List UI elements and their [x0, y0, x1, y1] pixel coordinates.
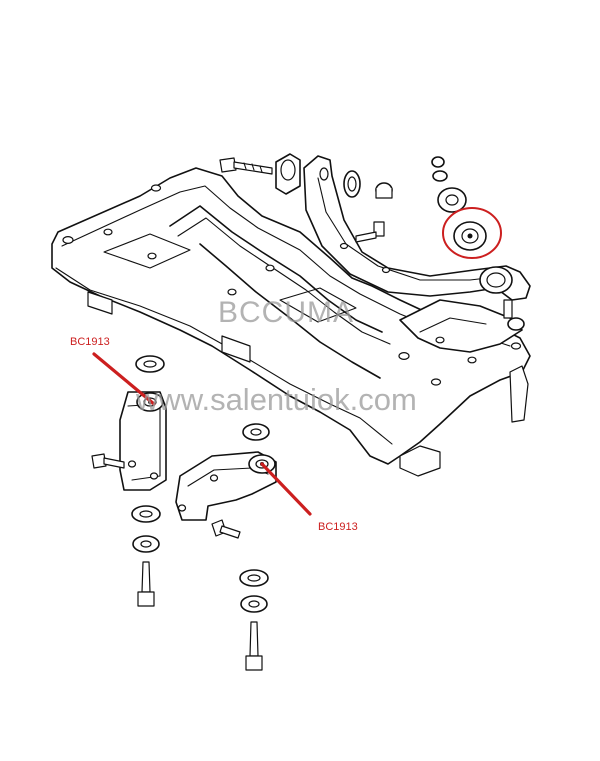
highlight-circle [442, 207, 502, 259]
watermark-brand: BCCUMA [218, 296, 354, 329]
callout-label-center: BC1913 [318, 521, 358, 533]
callout-label-left: BC1913 [70, 336, 110, 348]
top-hardware [219, 153, 525, 331]
bushing-right-circled [453, 221, 487, 251]
diff-mount-bracket-left [91, 355, 167, 607]
callout-annotations: BC1913 BC1913 [70, 207, 502, 533]
rear-control-arm [303, 155, 531, 301]
subframe-crossmember [51, 167, 531, 477]
watermarks: BCCUMA www.salentuiok.com [135, 296, 417, 417]
bolt-top-left [219, 157, 273, 175]
bushing-top-center [275, 153, 301, 195]
watermark-site: www.salentuiok.com [135, 382, 417, 417]
frame-mount-holes [62, 184, 522, 386]
callout-arrow-center [260, 462, 312, 516]
diff-mount-bracket-center [175, 423, 277, 671]
callout-arrow-left [92, 352, 156, 406]
